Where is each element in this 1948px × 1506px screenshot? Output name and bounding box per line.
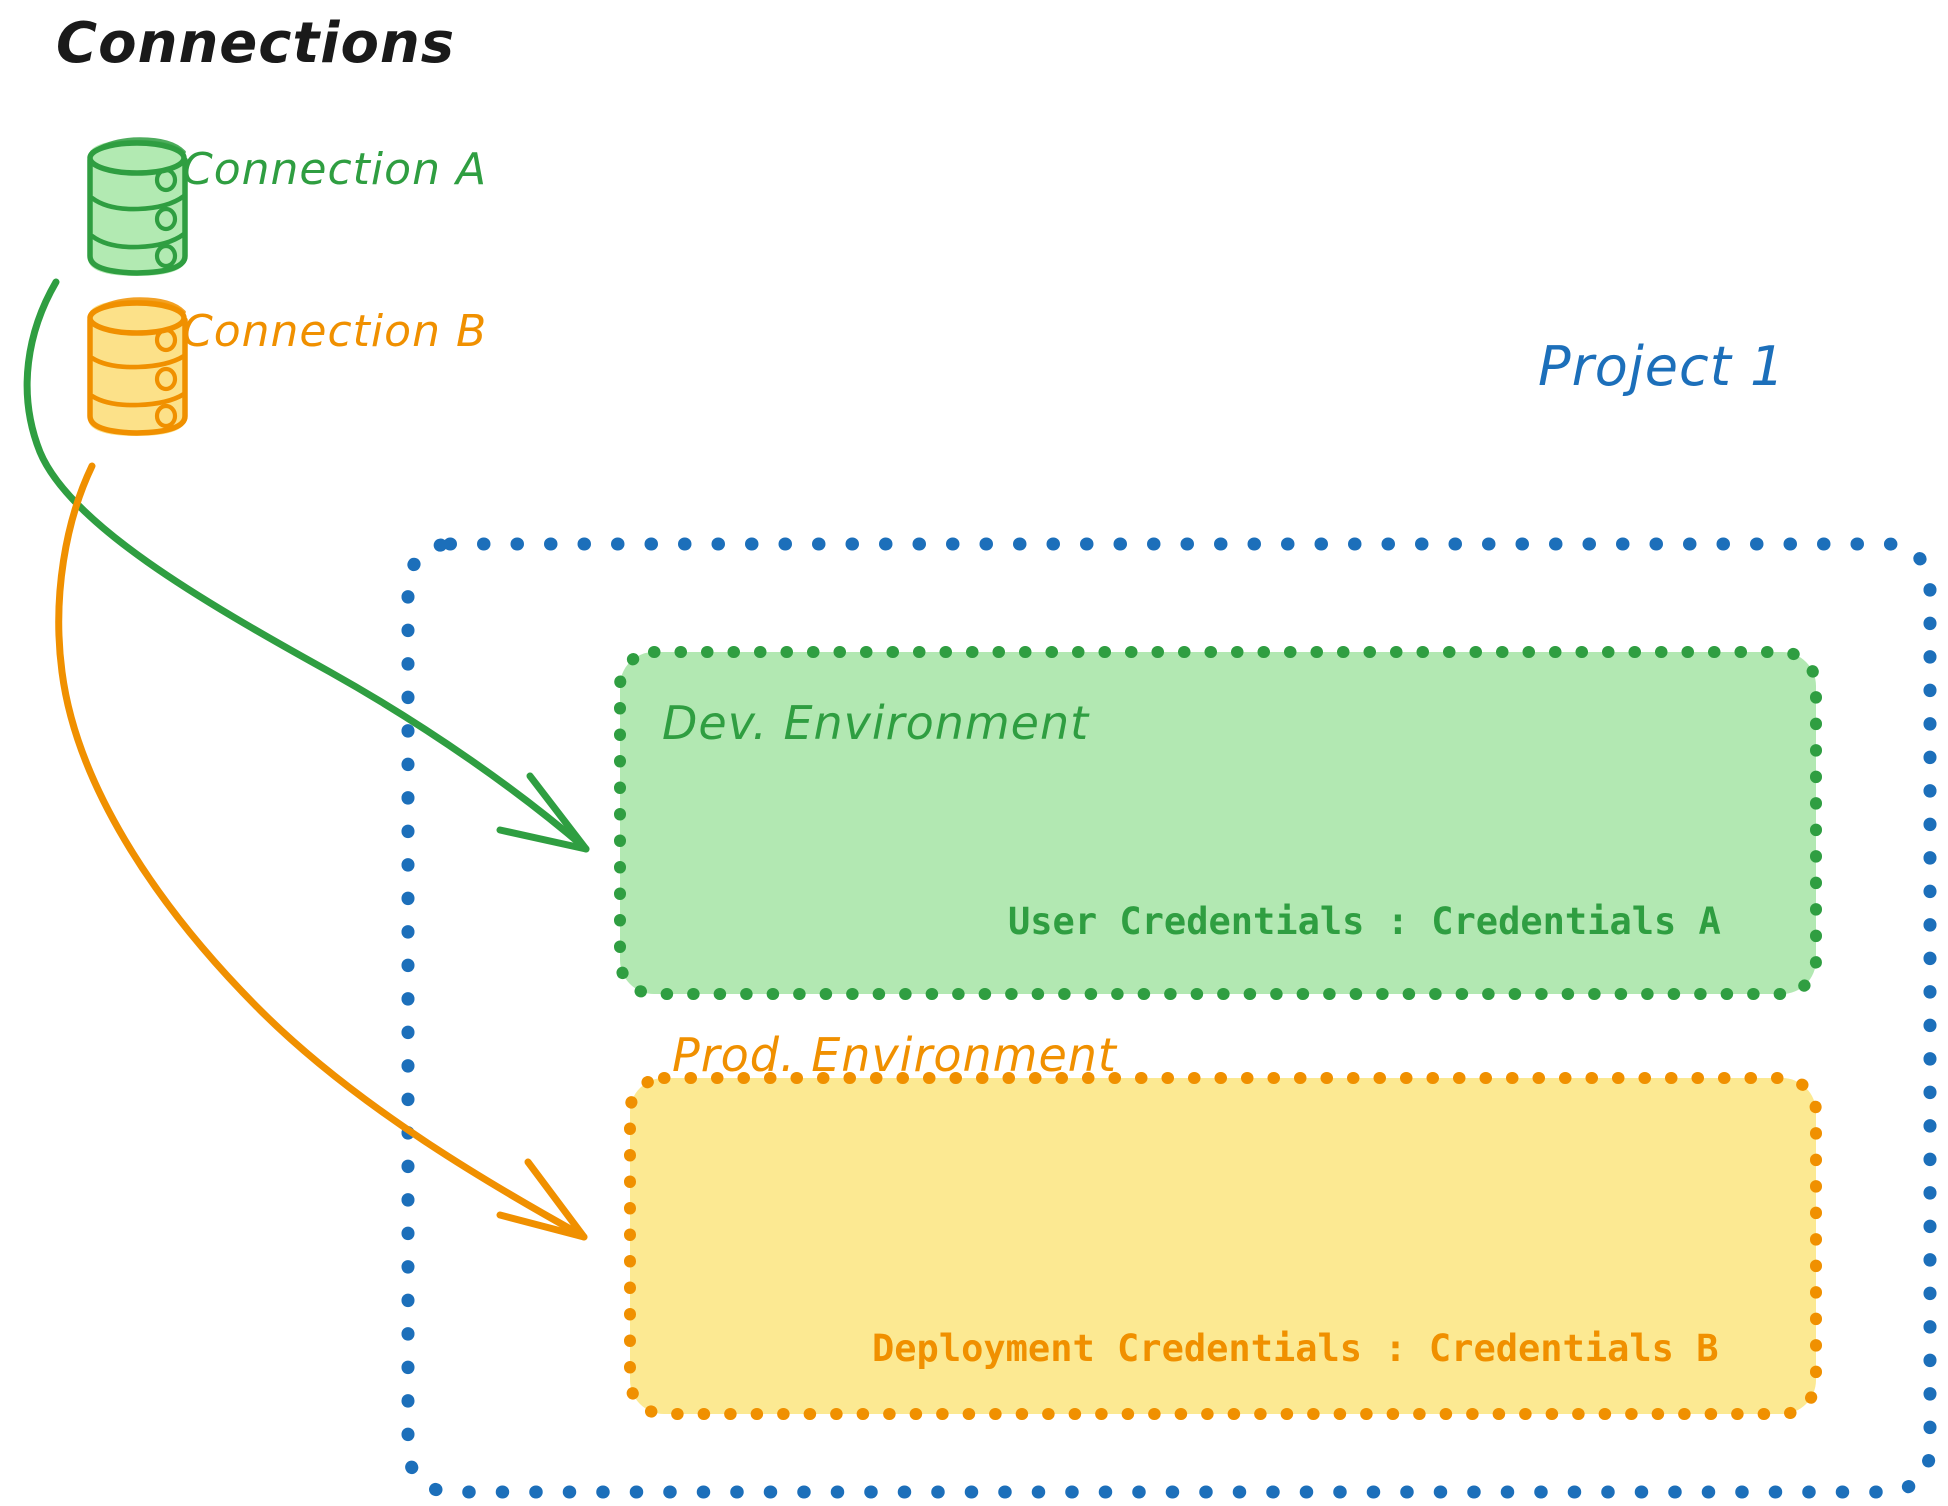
database-cylinder-icon[interactable]: [87, 137, 188, 276]
connection-b-label: Connection B: [182, 306, 488, 357]
dev-environment-card[interactable]: [618, 650, 1820, 998]
connection-a-label: Connection A: [182, 144, 488, 195]
prod-environment-box[interactable]: [624, 1072, 1822, 1420]
arrow-connection-b-to-prod: [55, 462, 588, 1241]
dev-environment-box[interactable]: [614, 646, 1822, 1000]
prod-environment-credentials: Deployment Credentials : Credentials B: [872, 1327, 1719, 1370]
connection-a-database-icon[interactable]: [84, 140, 192, 258]
dev-environment-credentials: User Credentials : Credentials A: [1008, 900, 1721, 943]
connection-b-arrow: [50, 470, 610, 1260]
project-title: Project 1: [1538, 335, 1786, 398]
database-cylinder-icon[interactable]: [87, 297, 188, 436]
page-title: Connections: [56, 11, 456, 76]
prod-environment-title: Prod. Environment: [672, 1028, 1117, 1082]
project-container-border: [401, 537, 1937, 1499]
dev-environment-title: Dev. Environment: [662, 696, 1090, 750]
arrow-connection-a-to-dev: [23, 278, 590, 853]
prod-environment-card[interactable]: [628, 1076, 1820, 1416]
